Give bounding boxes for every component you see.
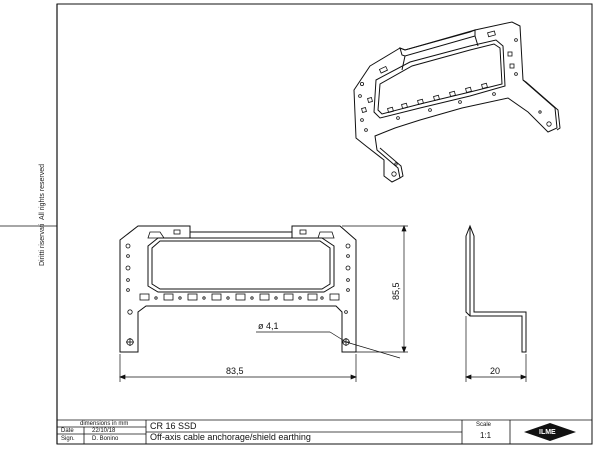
rights-text-en: All rights reserved: [39, 163, 46, 220]
rights-text-it: Diritti riservati: [39, 223, 46, 266]
side-view: [465, 224, 527, 353]
product-description: Off-axis cable anchorage/shield earthing: [150, 432, 311, 442]
dimension-width: 83,5: [226, 366, 244, 376]
sign-value: D. Bonino: [92, 436, 119, 442]
product-code: CR 16 SSD: [150, 421, 197, 431]
ilme-logo: [524, 423, 576, 441]
side-dimensions: [465, 316, 527, 382]
date-value: 22/10/18: [92, 428, 116, 434]
isometric-view: [353, 21, 561, 183]
logo-text: ILME: [539, 429, 556, 436]
dimension-hole-diameter: ø 4,1: [258, 321, 279, 331]
date-label: Date: [61, 428, 74, 434]
outer-frame: [56, 3, 593, 445]
units-label: dimensions in mm: [80, 421, 129, 427]
scale-label: Scale: [476, 422, 492, 428]
front-dimensions: [119, 225, 408, 382]
front-view: [119, 225, 357, 353]
dimension-depth: 20: [490, 366, 500, 376]
dimension-height: 85,5: [391, 282, 401, 300]
sign-label: Sign.: [61, 436, 75, 442]
title-block-lines: [57, 419, 592, 444]
scale-value: 1:1: [480, 431, 492, 440]
